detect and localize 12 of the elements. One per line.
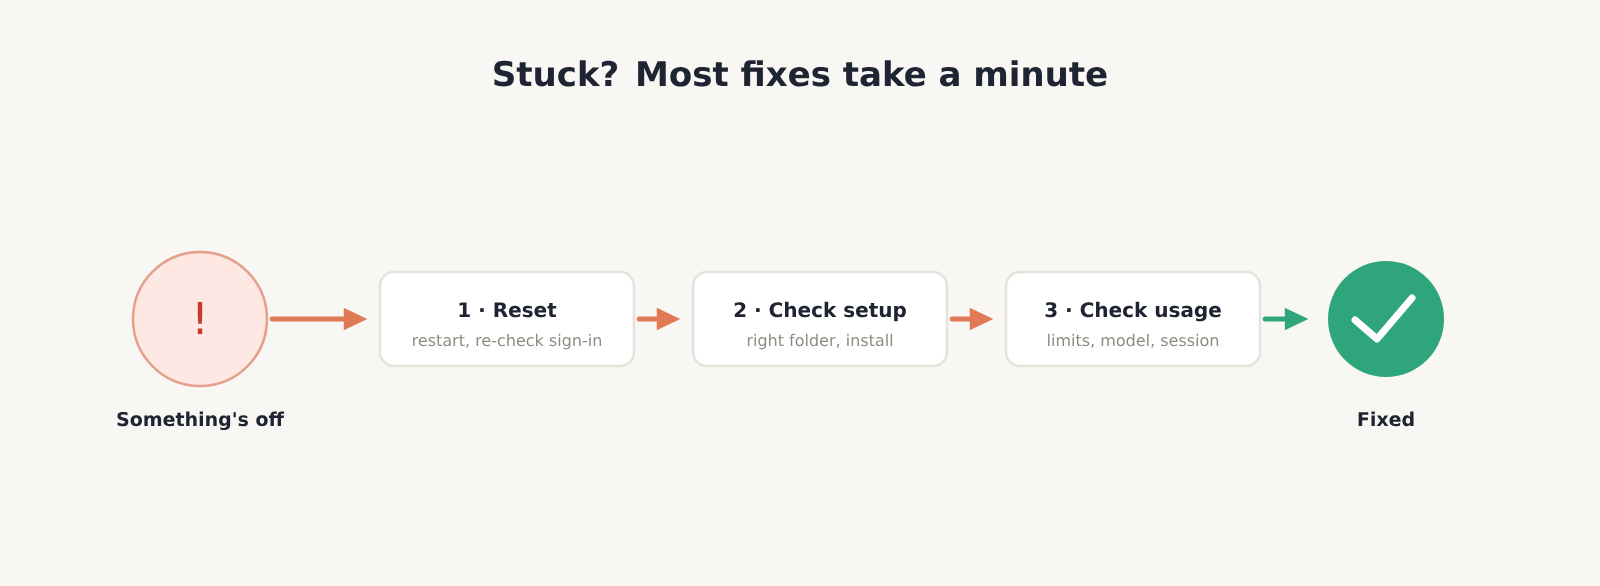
step-title: 3 · Check usage [1045, 301, 1221, 322]
node-label: Fixed [1358, 411, 1414, 427]
step-description: limits, model, session [1048, 333, 1219, 348]
step-description: restart, re-check sign-in [413, 333, 601, 350]
step-box [691, 270, 949, 368]
step-title: 1 · Reset [459, 302, 557, 318]
step-box [1004, 270, 1262, 368]
title: Stuck? Most fixes take a minute [494, 60, 1107, 87]
step-title: 2 · Check setup [734, 301, 906, 322]
node-label: Something's off [117, 411, 285, 431]
step-description: right folder, install [747, 333, 893, 350]
step-box [378, 270, 636, 368]
